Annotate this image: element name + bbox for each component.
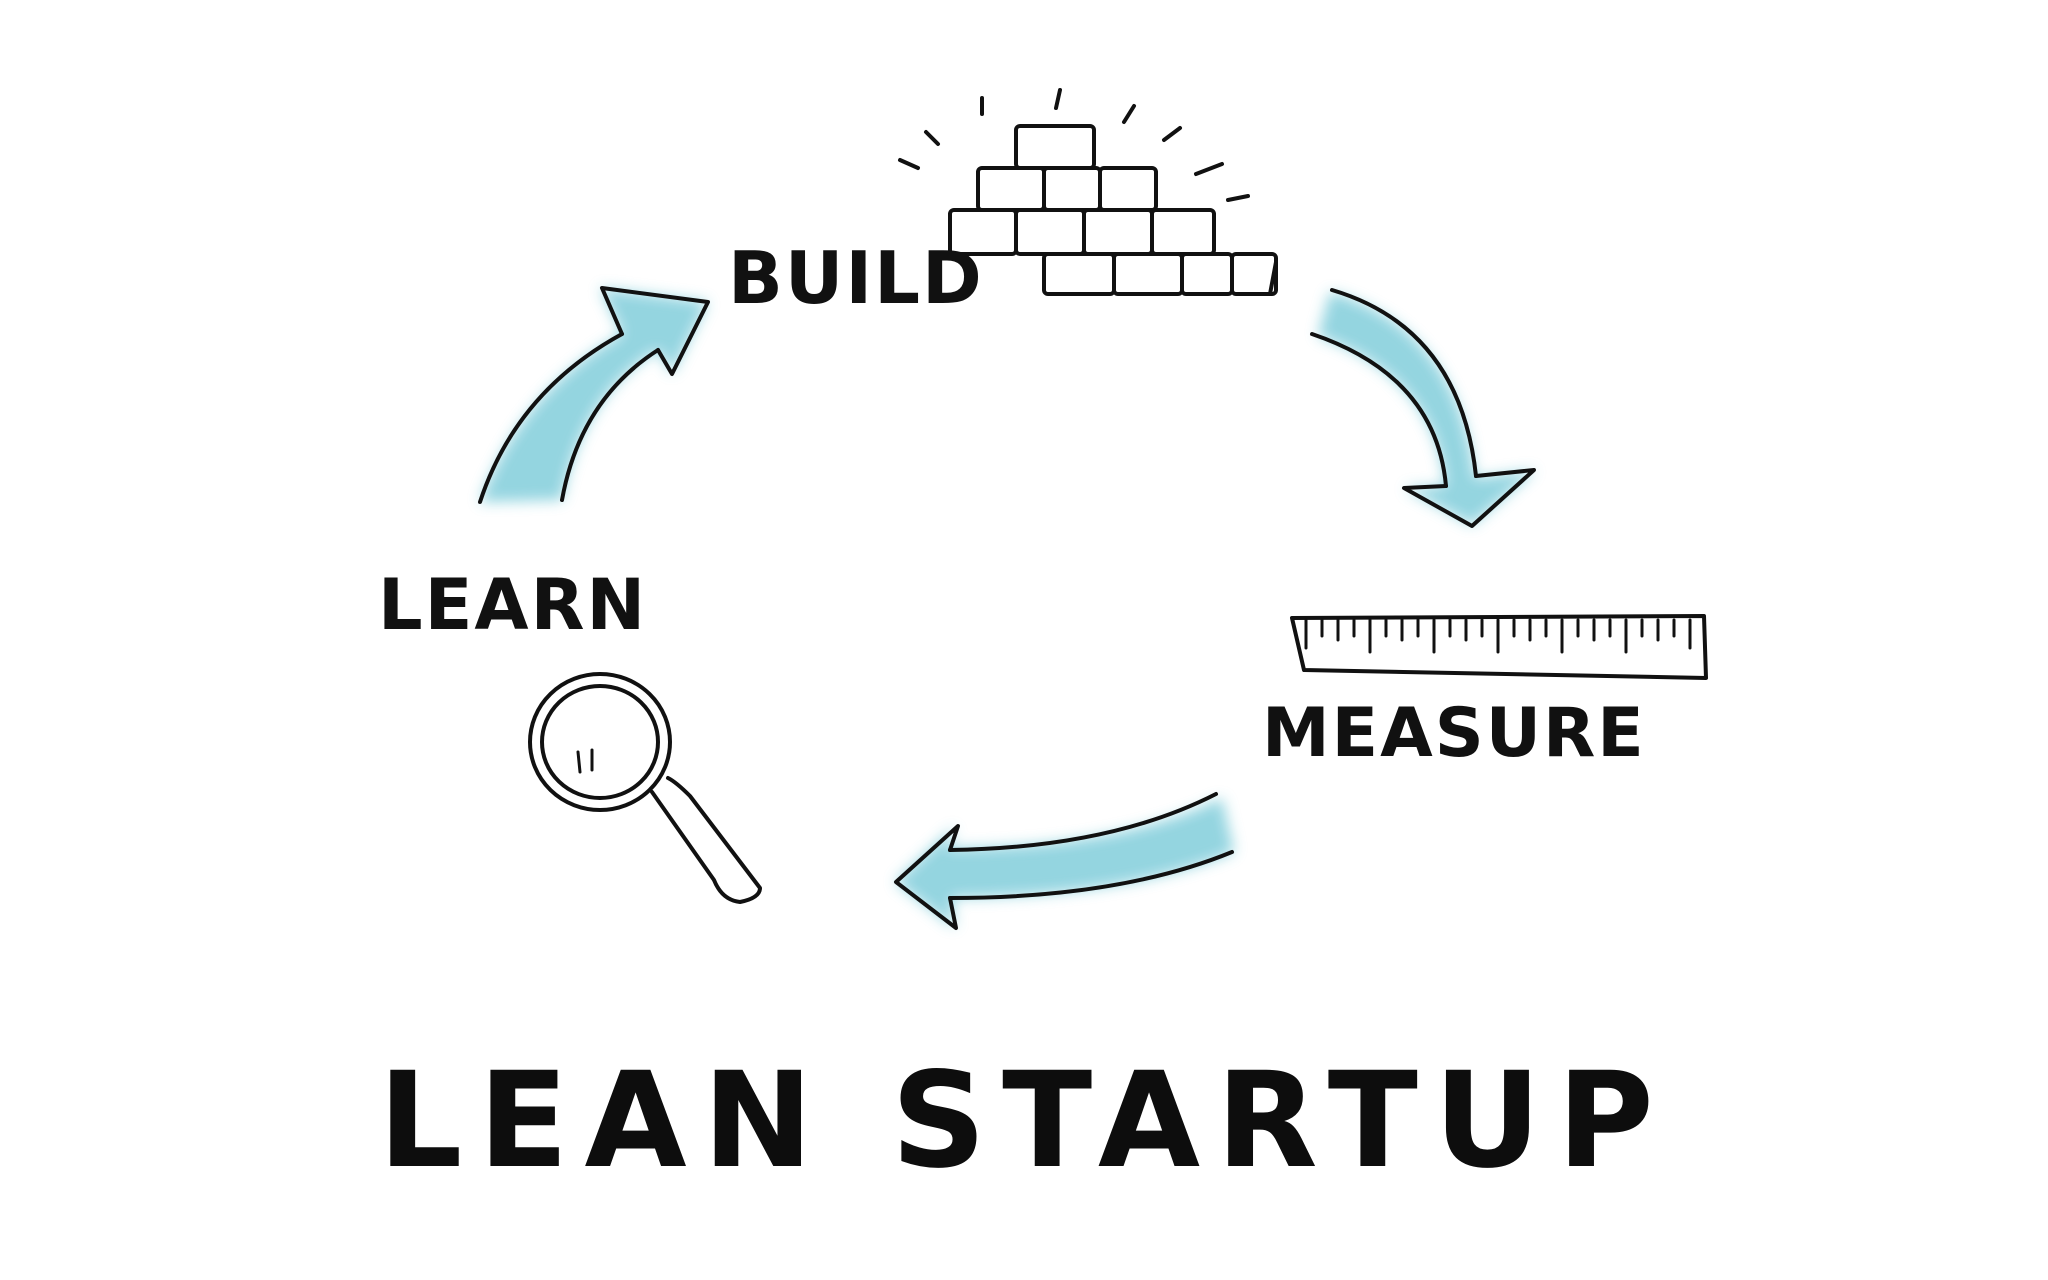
ruler-icon: [1290, 614, 1708, 680]
diagram-title: LEAN STARTUP: [378, 1044, 1670, 1198]
stage-label-learn: LEARN: [378, 564, 648, 646]
arrow-measure-to-learn: [894, 792, 1234, 930]
arrow-build-to-measure: [1310, 288, 1536, 528]
magnifying-glass-icon: [528, 672, 762, 904]
stage-label-measure: MEASURE: [1262, 694, 1646, 773]
arrow-learn-to-build: [478, 286, 710, 504]
brick-wall-icon: [898, 88, 1278, 296]
stage-label-build: BUILD: [728, 236, 984, 320]
